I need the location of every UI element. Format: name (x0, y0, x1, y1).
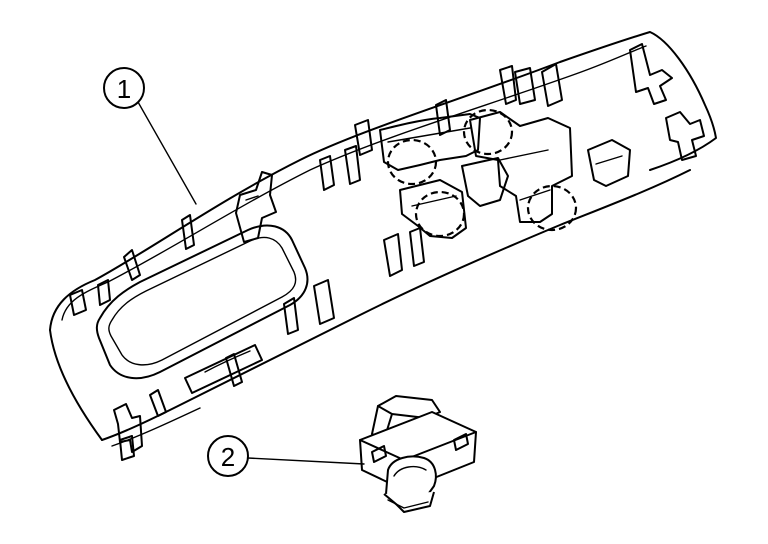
callout-2: 2 (207, 435, 365, 477)
callout-2-circle (207, 435, 249, 477)
switch-opening (95, 224, 309, 394)
lower-tabs (113, 279, 335, 461)
callout-2-leader (247, 457, 365, 465)
retaining-clips (69, 43, 705, 316)
trim-panel (49, 31, 717, 447)
callout-2-label: 2 (221, 442, 235, 472)
clip-location-markers (386, 108, 578, 238)
callout-1-label: 1 (117, 74, 131, 104)
callout-1-leader (137, 101, 197, 205)
callout-1: 1 (103, 67, 197, 205)
window-switch (359, 395, 477, 513)
callout-1-circle (103, 67, 145, 109)
support-ribs (379, 111, 631, 277)
